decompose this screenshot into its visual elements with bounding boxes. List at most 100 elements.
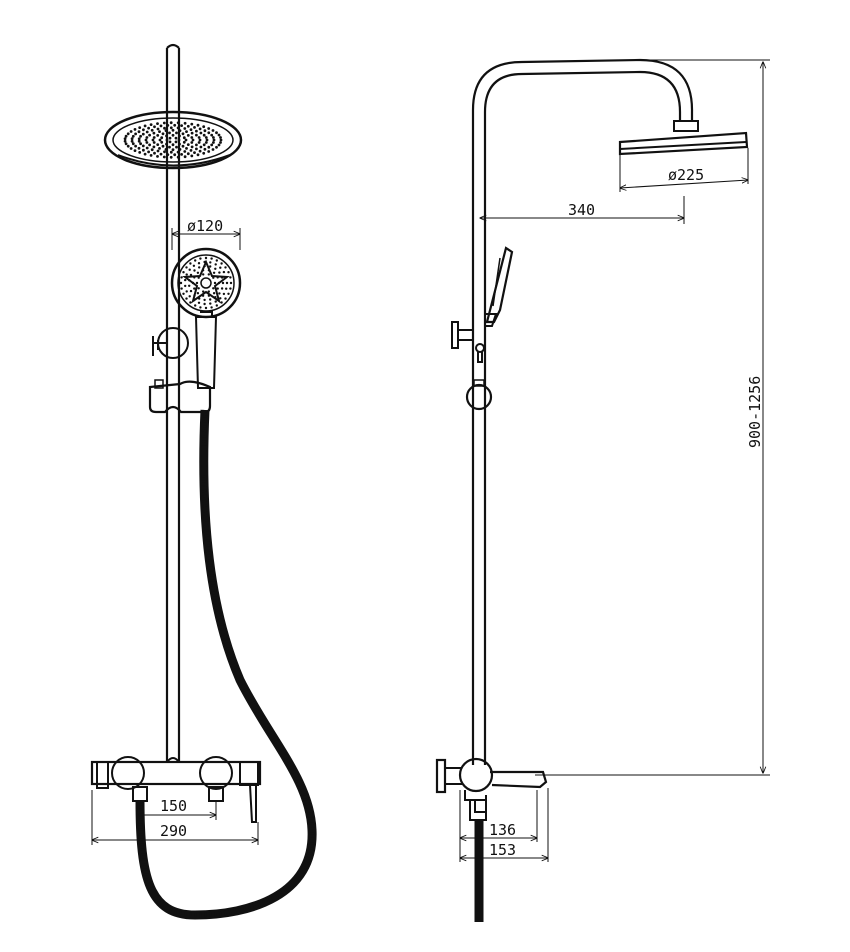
rain-nozzle-dot [149,154,153,157]
hand-nozzle-dot [185,290,188,293]
hand-nozzle-dot [209,302,212,305]
rain-nozzle-dot [184,138,188,142]
rain-nozzle-dot [133,127,137,131]
hand-nozzle-dot [203,298,206,302]
hand-nozzle-dot [195,281,199,285]
hand-nozzle-dot [207,290,210,293]
hand-nozzle-dot [213,281,217,285]
rain-nozzle-dot [196,123,200,127]
hand-nozzle-dot [229,287,232,290]
rain-nozzle-dot [162,155,166,159]
hand-nozzle-dot [220,301,223,304]
hand-nozzle-dot [197,262,201,265]
hand-nozzle-dot [209,298,212,301]
rain-nozzle-dot [126,132,130,136]
rain-nozzle-dot [169,150,173,154]
rain-nozzle-dot [199,145,203,149]
rain-nozzle-dot [219,141,222,144]
mixer-width-label: 290 [160,822,187,840]
hand-nozzle-dot [207,273,210,276]
rain-nozzle-dot [176,121,180,125]
rain-nozzle-dot [139,142,143,146]
rain-nozzle-dot [158,147,161,150]
rain-nozzle-dot [168,136,172,140]
rain-nozzle-dot [173,153,177,157]
front-dimension-lines [92,228,258,845]
side-riser-and-arm [471,58,694,765]
spout-depth-inner-label: 136 [489,821,516,839]
rain-nozzle-dot [145,146,149,150]
hand-nozzle-dot [214,267,217,270]
rain-nozzle-dot [178,134,181,138]
hand-nozzle-dot [202,290,205,293]
rain-nozzle-dot [123,139,127,143]
front-slider-holder [148,379,212,414]
hand-nozzle-dot [185,266,188,269]
rain-nozzle-dot [130,137,134,141]
rain-nozzle-dot [137,146,141,150]
rain-nozzle-dot [171,133,175,137]
rain-nozzle-dot [145,136,149,139]
rain-nozzle-dot [123,137,127,141]
rain-nozzle-dot [145,130,149,134]
hand-nozzle-dot [194,304,197,307]
height-range-label: 900-1256 [746,376,764,448]
rain-nozzle-dot [205,138,209,142]
rain-nozzle-dot [143,124,147,128]
rain-nozzle-dot [197,141,201,144]
hand-nozzle-dot [184,284,187,288]
rain-nozzle-dot [189,149,193,152]
rain-nozzle-dot [165,138,169,142]
rain-nozzle-dot [160,140,164,144]
hand-nozzle-dot [224,297,227,300]
hand-nozzle-dot [203,302,206,306]
rain-nozzle-dot [169,126,173,130]
rain-nozzle-dot [178,142,181,146]
rain-nozzle-dot [212,138,216,142]
rain-nozzle-dot [158,138,162,142]
rain-nozzle-dot [196,153,200,157]
hand-nozzle-dot [202,273,205,276]
rain-nozzle-dot [138,151,142,154]
rain-nozzle-dot [147,150,151,154]
rain-nozzle-dot [182,136,186,140]
hand-nozzle-dot [216,287,219,290]
rain-nozzle-dot [152,131,156,135]
hand-nozzle-dot [188,295,191,298]
rain-nozzle-dot [204,141,208,144]
hand-nozzle-dot [196,271,200,274]
rain-nozzle-dot [176,126,180,130]
rain-nozzle-dot [156,143,160,147]
rain-nozzle-dot [131,142,135,146]
rain-nozzle-dot [142,148,145,152]
rain-nozzle-dot [129,130,133,133]
hand-nozzle-dot [219,266,222,269]
rain-nozzle-dot [203,129,207,133]
rain-nozzle-dot [142,128,145,132]
rain-nozzle-dot [129,147,133,150]
rain-nozzle-dot [212,136,215,139]
hand-nozzle-dot [185,273,188,276]
hand-nozzle-dot [193,287,196,290]
rain-nozzle-dot [186,143,190,147]
hand-nozzle-dot [214,300,217,303]
hand-nozzle-dot [189,289,193,293]
hand-nozzle-dot [212,271,216,274]
hand-nozzle-dot [188,268,191,271]
rain-nozzle-dot [165,142,168,146]
rain-nozzle-dot [174,140,178,144]
hand-nozzle-dot [210,257,213,260]
rain-nozzle-dot [195,147,198,151]
rain-nozzle-dot [143,152,147,156]
hand-nozzle-dot [220,262,223,265]
rain-nozzle-dot [148,143,152,147]
rain-nozzle-dot [186,124,190,128]
rain-nozzle-dot [202,151,206,155]
rain-nozzle-dot [215,145,218,149]
rain-nozzle-dot [204,136,208,139]
rain-nozzle-dot [134,144,138,148]
hand-nozzle-dot [225,287,228,290]
rain-nozzle-dot [185,147,188,150]
hand-nozzle-dot [221,281,225,285]
